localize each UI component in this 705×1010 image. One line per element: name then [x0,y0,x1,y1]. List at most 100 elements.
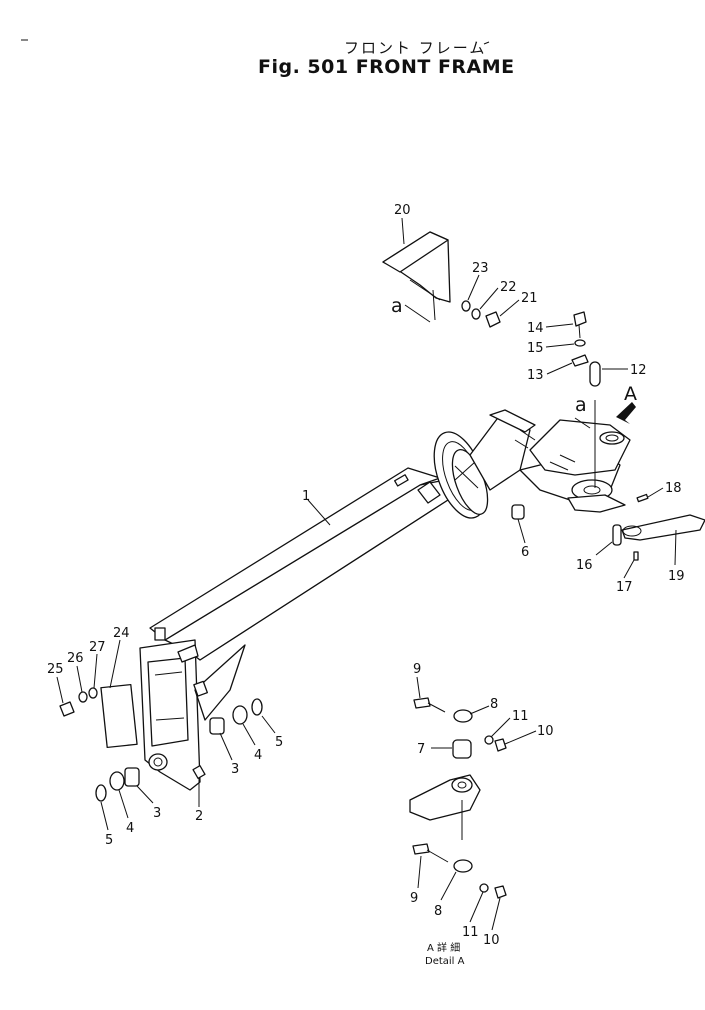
leader-lines [56,217,677,931]
detail-nut-lower [494,885,507,899]
coupler-slot [559,454,576,463]
part-18-pin [636,493,649,503]
leader-9b [417,855,422,889]
callout-18: 18 [665,481,682,496]
callout-11-lower: 11 [462,925,479,940]
part-24-cover [100,683,138,749]
callout-3-left: 3 [153,806,161,821]
leader-1 [307,499,331,526]
bearing-detail [454,465,479,489]
part-21-bolt [485,311,501,328]
callout-3-right: 3 [231,762,239,777]
leader-3 [219,732,233,761]
leader-25 [56,676,64,704]
part-16-pin [612,524,622,546]
part-4-seal-left [109,771,125,791]
callout-16: 16 [576,558,593,573]
frame-beam-edge [199,499,449,661]
detail-lockwasher-lower [479,883,489,893]
part-3-bushing-left [124,767,140,787]
rear-mount-detail [154,671,183,676]
part-15-washer [574,339,586,347]
callout-labels: 1 2 3 3 4 4 5 5 6 7 8 8 9 9 10 10 11 11 … [47,203,685,948]
frame-bracket [417,481,441,504]
view-arrow-a: A [616,383,637,424]
rear-hardware [59,683,263,802]
leader-11b [469,891,484,923]
callout-13: 13 [527,368,544,383]
leader-11 [490,717,511,738]
callout-23: 23 [472,261,489,276]
frame-beam-side [164,479,449,661]
coupler-hole-upper [599,431,625,445]
callout-2: 2 [195,809,203,824]
callout-27: 27 [89,640,106,655]
leader-5b [100,801,109,831]
detail-lockwasher-upper [484,735,494,745]
leader-5 [261,715,276,734]
leader-3b [136,785,154,804]
callout-22: 22 [500,280,517,295]
front-beam-detail [514,439,529,449]
part-25-bolt [59,701,75,717]
detail-eye [451,777,473,793]
detail-nut-upper [494,738,507,752]
rear-mount-detail [155,717,185,721]
callout-24: 24 [113,626,130,641]
part-3-bushing-right [209,717,225,735]
rear-gusset [194,644,246,721]
pin-assembly [571,311,601,387]
callout-12: 12 [630,363,647,378]
callout-8-upper: 8 [490,697,498,712]
callout-11-upper: 11 [512,709,529,724]
part-12-pin [589,361,601,387]
scan-mark [483,41,490,45]
frame-beam-top [149,467,441,641]
front-beam-detail [519,429,536,441]
rear-pivot-boss [148,753,168,771]
bearing-detail [454,461,476,481]
part-4-seal-right [232,705,248,725]
leader-18 [647,487,664,498]
callout-25: 25 [47,662,64,677]
section-label-a-lower: a [575,394,587,416]
coupler-plate-upper [529,419,631,476]
detail-bolt-shank-lower [426,849,449,863]
callout-9-upper: 9 [413,662,421,677]
part-17-cotter [633,551,639,561]
leader-21 [499,299,520,317]
rear-mount-window [147,657,189,747]
leader-8 [469,705,490,715]
callout-6: 6 [521,545,529,560]
leader-14 [545,323,574,328]
leader-4 [242,723,256,746]
figure-title: Fig. 501 FRONT FRAME [258,56,515,78]
leader-27 [93,653,98,689]
part-22-washer [471,308,481,320]
leader-22 [479,287,499,310]
callout-8-lower: 8 [434,904,442,919]
view-label-a: A [624,383,637,405]
detail-caption-japanese: A 詳 細 [427,941,460,954]
leader-10 [504,730,537,745]
callout-15: 15 [527,341,544,356]
callout-19: 19 [668,569,685,584]
callout-4-left: 4 [126,821,134,836]
detail-eye-bore [457,781,467,789]
coupler-lug [567,494,626,513]
callout-10-lower: 10 [483,933,500,948]
part-19-eye [622,525,642,537]
part-19-link-bar [621,514,705,541]
bushing-6 [511,504,525,520]
front-beam-top [489,409,536,433]
frame-slot [394,474,409,487]
coupler-hole-upper-inner [605,434,619,442]
detail-caption: Detail A [425,956,465,967]
detail-washer-upper [453,709,473,723]
part-2-plug [192,765,206,779]
front-frame [139,400,631,791]
part-14-bolt-shank [578,324,581,339]
view-arrow-icon [616,402,636,424]
